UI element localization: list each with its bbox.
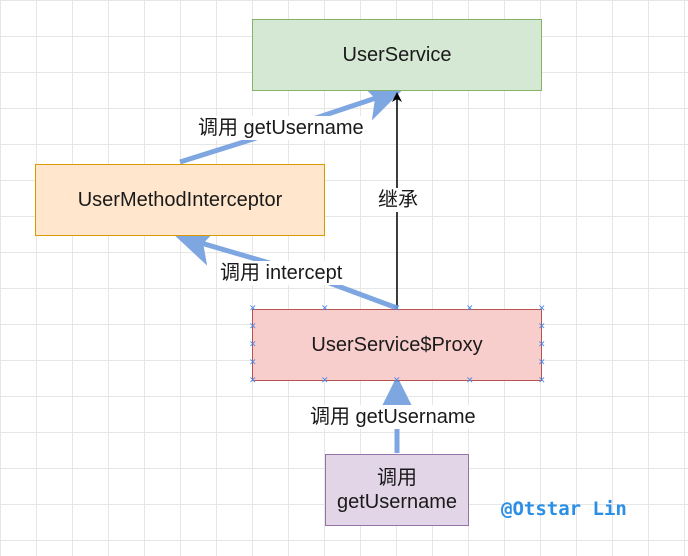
node-interceptor-label: UserMethodInterceptor [77, 189, 283, 211]
edge-label-inherit: 继承 [376, 188, 420, 212]
node-userservice-label: UserService [342, 44, 452, 66]
selection-handle[interactable]: ✕ [538, 339, 546, 349]
node-userservice[interactable]: UserService [252, 19, 542, 91]
selection-handle[interactable]: ✕ [249, 321, 257, 331]
node-user-method-interceptor[interactable]: UserMethodInterceptor [35, 164, 325, 236]
edge-label-call-intercept: 调用 intercept [218, 261, 345, 285]
node-caller-line1: 调用 [377, 467, 417, 489]
selection-handle[interactable]: ✕ [538, 357, 546, 367]
edge-interceptor-to-userservice [179, 82, 404, 165]
node-caller[interactable]: 调用 getUsername [325, 454, 469, 526]
selection-handle[interactable]: ✕ [538, 303, 546, 313]
selection-handle[interactable]: ✕ [466, 303, 474, 313]
edge-label-call-getusername-bottom: 调用 getUsername [308, 405, 478, 429]
author-watermark: @Otstar Lin [501, 498, 627, 520]
selection-handle[interactable]: ✕ [321, 303, 329, 313]
selection-handle[interactable]: ✕ [321, 375, 329, 385]
node-proxy-label: UserService$Proxy [311, 334, 483, 356]
selection-handle[interactable]: ✕ [249, 357, 257, 367]
edge-label-call-getusername-top: 调用 getUsername [196, 116, 366, 140]
selection-handle[interactable]: ✕ [249, 375, 257, 385]
selection-handle[interactable]: ✕ [393, 303, 401, 313]
selection-handle[interactable]: ✕ [538, 375, 546, 385]
selection-handle[interactable]: ✕ [466, 375, 474, 385]
selection-handle[interactable]: ✕ [393, 375, 401, 385]
node-userservice-proxy[interactable]: UserService$Proxy [252, 309, 542, 381]
selection-handle[interactable]: ✕ [249, 303, 257, 313]
selection-handle[interactable]: ✕ [538, 321, 546, 331]
selection-handle[interactable]: ✕ [249, 339, 257, 349]
node-caller-line2: getUsername [336, 491, 458, 513]
